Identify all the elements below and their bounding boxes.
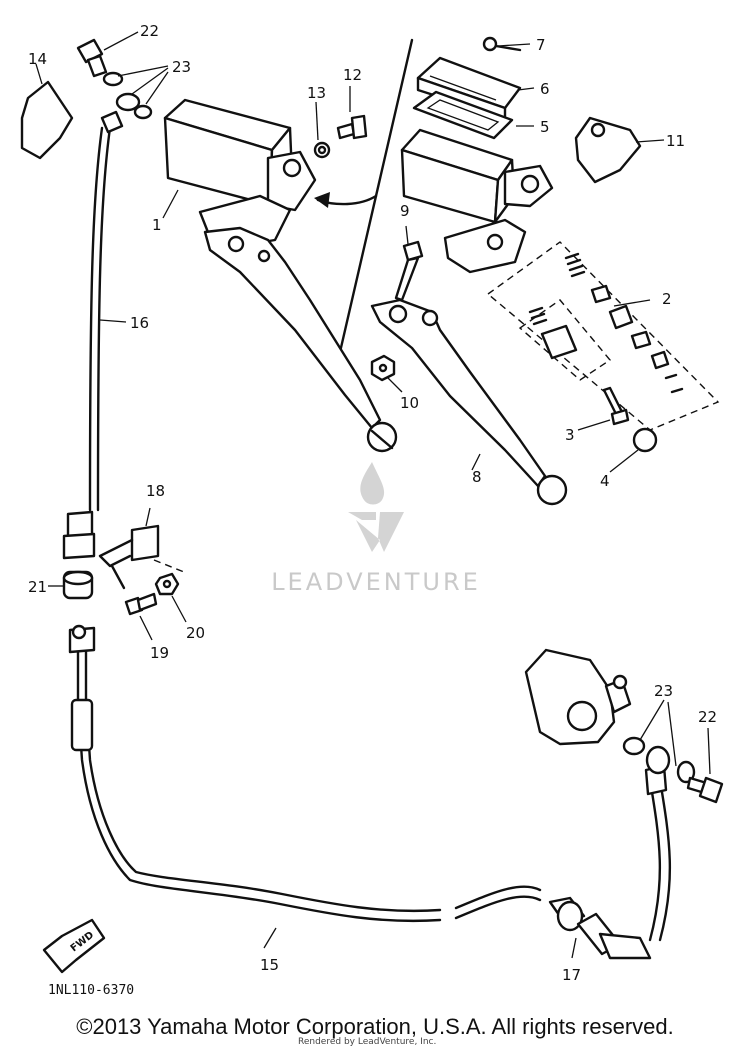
callout-14: 14 (28, 50, 47, 68)
spring-and-piston (528, 252, 684, 394)
callout-22-top: 22 (140, 22, 159, 40)
copper-washers-23-top (102, 65, 169, 120)
brake-caliper (524, 648, 632, 746)
callout-3: 3 (565, 426, 575, 444)
callout-23-bottom: 23 (654, 682, 673, 700)
v-logo-icon (348, 512, 404, 552)
callout-21: 21 (28, 578, 47, 596)
hose-bracket-18 (98, 507, 160, 590)
callout-11: 11 (666, 132, 685, 150)
screw-and-washer-12-13 (313, 86, 368, 159)
union-bolt-22-top (76, 31, 139, 78)
callout-2: 2 (662, 290, 672, 308)
boot-14 (20, 63, 74, 160)
callout-17: 17 (562, 966, 581, 984)
master-cylinder-assembly (162, 98, 398, 453)
callout-13: 13 (307, 84, 326, 102)
callout-19: 19 (150, 644, 169, 662)
brake-hose-15 (68, 624, 542, 949)
callout-6: 6 (540, 80, 550, 98)
bolt-19 (124, 592, 158, 641)
callout-7: 7 (536, 36, 546, 54)
callout-23-top: 23 (172, 58, 191, 76)
brake-hose-16 (62, 110, 127, 560)
grommet-21 (48, 570, 94, 600)
callout-10: 10 (400, 394, 419, 412)
callout-20: 20 (186, 624, 205, 642)
callout-5: 5 (540, 118, 550, 136)
diagram-part-code: 1NL110-6370 (48, 983, 134, 998)
flame-logo-icon (360, 462, 385, 505)
callout-18: 18 (146, 482, 165, 500)
callout-1: 1 (152, 216, 162, 234)
union-bolt-22-bottom (686, 727, 724, 804)
brake-hose-right (644, 764, 672, 942)
callout-9: 9 (400, 202, 410, 220)
fwd-arrow-icon: FWD (42, 918, 106, 974)
nut-20 (154, 572, 187, 623)
callout-labels: 1 2 3 4 5 6 7 8 9 10 11 12 13 14 15 16 1… (28, 22, 717, 984)
hose-fitting-17 (548, 896, 652, 960)
copyright-notice: ©2013 Yamaha Motor Corporation, U.S.A. A… (76, 1014, 674, 1039)
callout-22-bottom: 22 (698, 708, 717, 726)
bracket-guide-line (153, 559, 185, 573)
master-cylinder-exploded (370, 36, 720, 506)
callout-4: 4 (600, 472, 610, 490)
copper-washers-23-bottom (622, 699, 696, 784)
callout-8: 8 (472, 468, 482, 486)
arrow-head-icon (314, 192, 330, 208)
watermark-text: LEADVENTURE (271, 568, 481, 596)
callout-15: 15 (260, 956, 279, 974)
callout-12: 12 (343, 66, 362, 84)
callout-16: 16 (130, 314, 149, 332)
rendered-by-credit: Rendered by LeadVenture, Inc. (298, 1037, 437, 1047)
leadventure-watermark: LEADVENTURE (271, 462, 481, 596)
